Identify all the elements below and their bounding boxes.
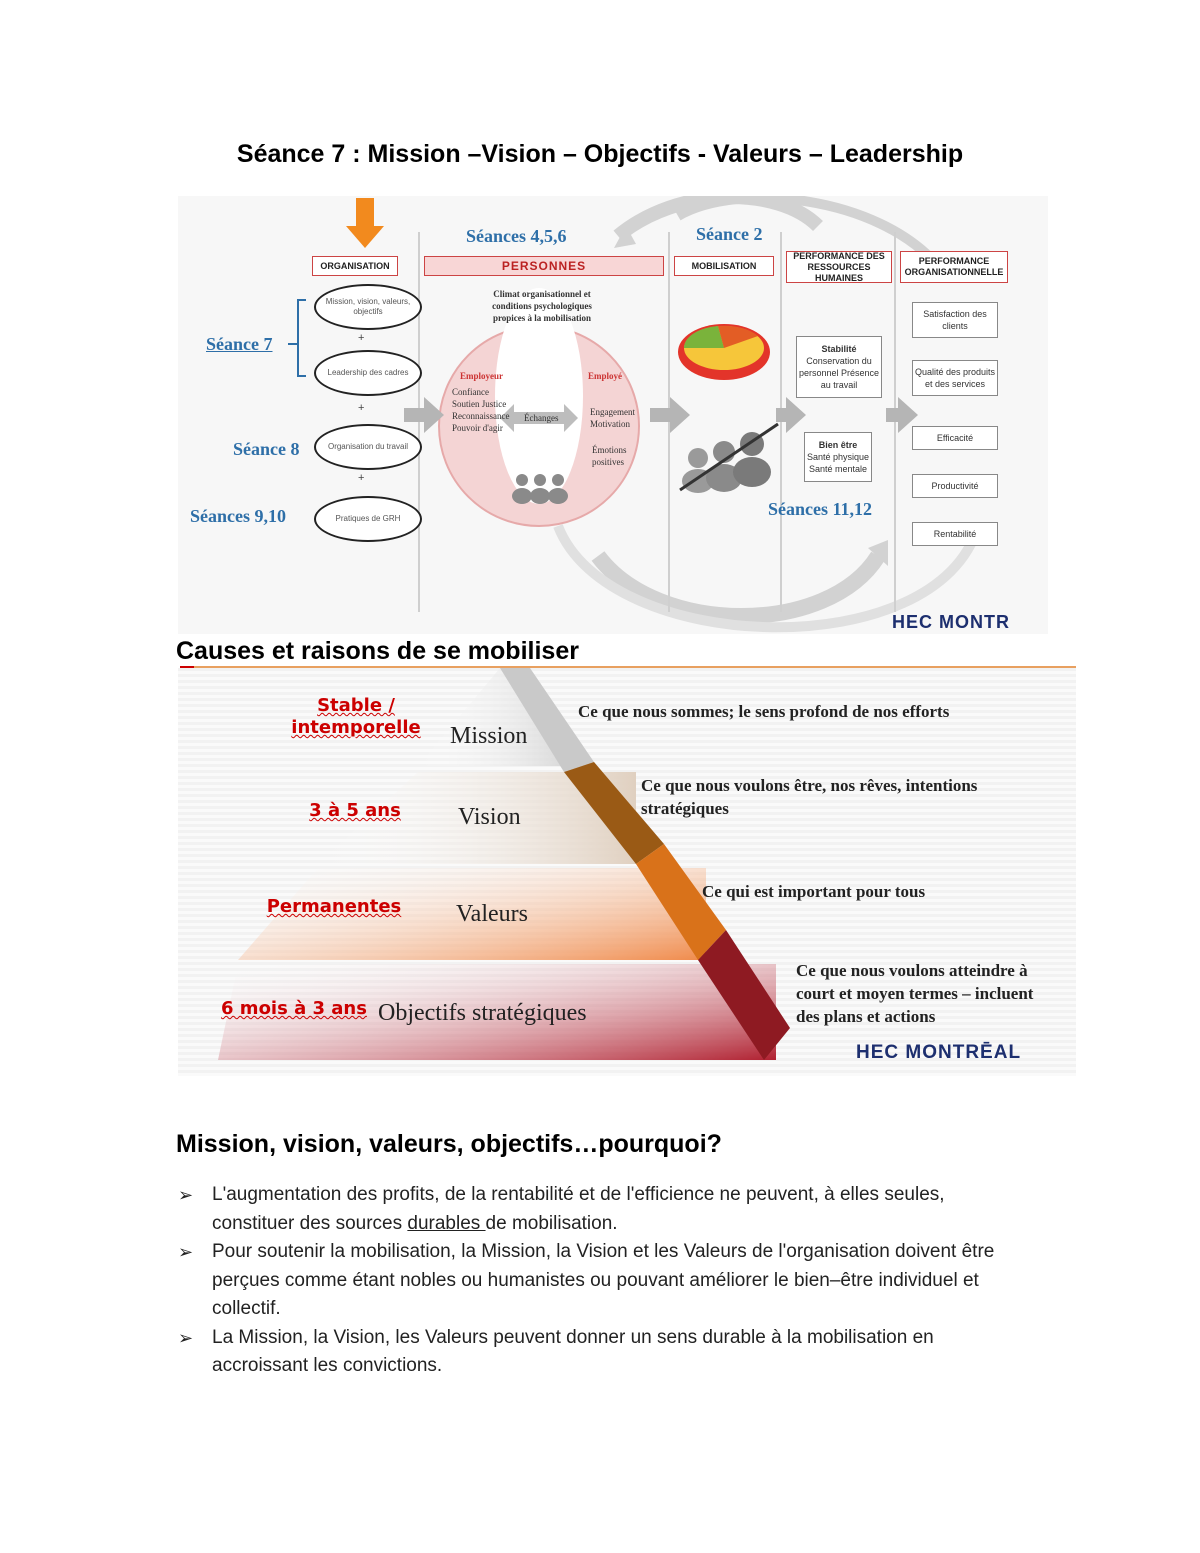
flow-arrow bbox=[776, 408, 788, 422]
employe-title: Employé bbox=[588, 371, 623, 381]
header-personnes: PERSONNES bbox=[424, 256, 664, 276]
climat-text: Climat organisationnel et conditions psy… bbox=[492, 289, 592, 323]
bullet-list: ➢ L'augmentation des profits, de la rent… bbox=[176, 1181, 1016, 1381]
list-item: ➢ La Mission, la Vision, les Valeurs peu… bbox=[176, 1324, 1016, 1381]
list-item: ➢ Pour soutenir la mobilisation, la Miss… bbox=[176, 1238, 1016, 1324]
bullet-text-underlined: durables bbox=[407, 1212, 486, 1234]
pyramid-shapes bbox=[218, 668, 790, 1060]
employe-items-1: Engagement Motivation bbox=[590, 407, 635, 429]
bullet-text: Pour soutenir la mobilisation, la Missio… bbox=[212, 1241, 995, 1319]
header-perf-org: PERFORMANCE ORGANISATIONNELLE bbox=[900, 251, 1008, 283]
oval-pratiques-grh: Pratiques de GRH bbox=[314, 496, 422, 542]
echanges-label: Échanges bbox=[524, 413, 559, 423]
tier-2-desc: Ce que nous voulons être, nos rêves, int… bbox=[641, 776, 978, 818]
rh-box-stabilite-title: Stabilité bbox=[821, 344, 857, 354]
org-box: Productivité bbox=[912, 474, 998, 498]
bullet-arrow-icon: ➢ bbox=[178, 1242, 194, 1262]
tier-4-desc: Ce que nous voulons atteindre à court et… bbox=[796, 961, 1034, 1026]
heading-rule bbox=[180, 666, 1076, 668]
seance-8-label: Séance 8 bbox=[233, 439, 300, 459]
tier-4-label: Objectifs stratégiques bbox=[378, 1000, 587, 1026]
tier-3-desc: Ce qui est important pour tous bbox=[702, 882, 926, 901]
employe-items-2: Émotions positives bbox=[592, 445, 627, 467]
plus-sign: + bbox=[358, 332, 365, 344]
flow-arrow-head bbox=[898, 397, 918, 433]
employeur-items: Confiance Soutien Justice Reconnaissance… bbox=[452, 387, 510, 433]
flow-arrow-head bbox=[670, 397, 690, 433]
bullet-arrow-icon: ➢ bbox=[178, 1327, 194, 1348]
tier-1-duration: Stable / intemporelle bbox=[282, 695, 430, 739]
hec-logo: HEC MONTR bbox=[892, 612, 1010, 632]
bullet-text: La Mission, la Vision, les Valeurs peuve… bbox=[212, 1326, 934, 1377]
tier-4-duration: 6 mois à 3 ans bbox=[218, 998, 370, 1020]
figure-background-shapes bbox=[288, 196, 983, 633]
pyramid-figure: Stable / intemporelle Mission Ce que nou… bbox=[178, 668, 1076, 1076]
flow-arrow bbox=[650, 408, 672, 422]
list-item: ➢ L'augmentation des profits, de la rent… bbox=[176, 1181, 1016, 1238]
tier-2-duration-text: 3 à 5 ans bbox=[309, 800, 401, 821]
tier-1-duration-text: Stable / intemporelle bbox=[291, 695, 421, 738]
header-mobilisation: MOBILISATION bbox=[674, 256, 774, 276]
rh-box-bien-etre: Bien être Santé physique Santé mentale bbox=[804, 432, 872, 482]
rh-box-bien-etre-title: Bien être bbox=[818, 440, 858, 450]
seance-456-label: Séances 4,5,6 bbox=[466, 226, 567, 246]
flow-arrow bbox=[886, 408, 900, 422]
org-box: Qualité des produits et des services bbox=[912, 360, 998, 396]
rh-box-bien-etre-body: Santé physique Santé mentale bbox=[806, 452, 870, 474]
divider-line bbox=[894, 232, 896, 612]
tier-4-duration-text: 6 mois à 3 ans bbox=[221, 998, 367, 1019]
header-organisation: ORGANISATION bbox=[312, 256, 398, 276]
oval-leadership: Leadership des cadres bbox=[314, 350, 422, 396]
plus-sign: + bbox=[358, 472, 365, 484]
oval-organisation-travail: Organisation du travail bbox=[314, 424, 422, 470]
page-title: Séance 7 : Mission –Vision – Objectifs -… bbox=[236, 140, 964, 168]
tier-2-label: Vision bbox=[458, 804, 521, 830]
section-heading-pourquoi: Mission, vision, valeurs, objectifs…pour… bbox=[176, 1130, 722, 1158]
flow-arrow bbox=[404, 408, 426, 422]
divider-line bbox=[668, 232, 670, 612]
flow-arrow-head bbox=[424, 397, 444, 433]
org-box: Satisfaction des clients bbox=[912, 302, 998, 338]
heading-rule-accent bbox=[180, 666, 194, 668]
seance-7-label: Séance 7 bbox=[206, 334, 273, 354]
header-perf-rh: PERFORMANCE DES RESSOURCES HUMAINES bbox=[786, 251, 892, 283]
employeur-title: Employeur bbox=[460, 371, 504, 381]
tier-3-duration: Permanentes bbox=[262, 896, 406, 918]
seance-910-label: Séances 9,10 bbox=[190, 506, 286, 526]
mobilisation-model-figure: Séances 4,5,6 Séance 2 Séance 7 Séance 8… bbox=[178, 196, 1048, 634]
bullet-text: de mobilisation. bbox=[485, 1212, 618, 1234]
flow-arrow-head bbox=[786, 397, 806, 433]
seance-1112-label: Séances 11,12 bbox=[768, 499, 873, 519]
section-heading-causes: Causes et raisons de se mobiliser bbox=[176, 637, 579, 665]
plus-sign: + bbox=[358, 402, 365, 414]
tier-3-duration-text: Permanentes bbox=[266, 896, 402, 917]
tier-2-duration: 3 à 5 ans bbox=[300, 800, 410, 822]
divider-line bbox=[418, 232, 420, 612]
oval-mission-vision: Mission, vision, valeurs, objectifs bbox=[314, 284, 422, 330]
rh-box-stabilite-body: Conservation du personnel Présence au tr… bbox=[798, 356, 880, 390]
seance-2-label: Séance 2 bbox=[696, 224, 763, 244]
tier-3-label: Valeurs bbox=[456, 901, 528, 927]
divider-line bbox=[780, 232, 782, 612]
bullet-text: L'augmentation des profits, de la rentab… bbox=[212, 1184, 945, 1234]
hec-logo: HEC MONTRĒAL bbox=[856, 1042, 1022, 1063]
bullet-arrow-icon: ➢ bbox=[178, 1185, 194, 1205]
rh-box-stabilite: Stabilité Conservation du personnel Prés… bbox=[796, 336, 882, 398]
tier-1-label: Mission bbox=[450, 723, 528, 749]
tier-1-desc: Ce que nous sommes; le sens profond de n… bbox=[578, 702, 950, 721]
org-box: Rentabilité bbox=[912, 522, 998, 546]
org-box: Efficacité bbox=[912, 426, 998, 450]
